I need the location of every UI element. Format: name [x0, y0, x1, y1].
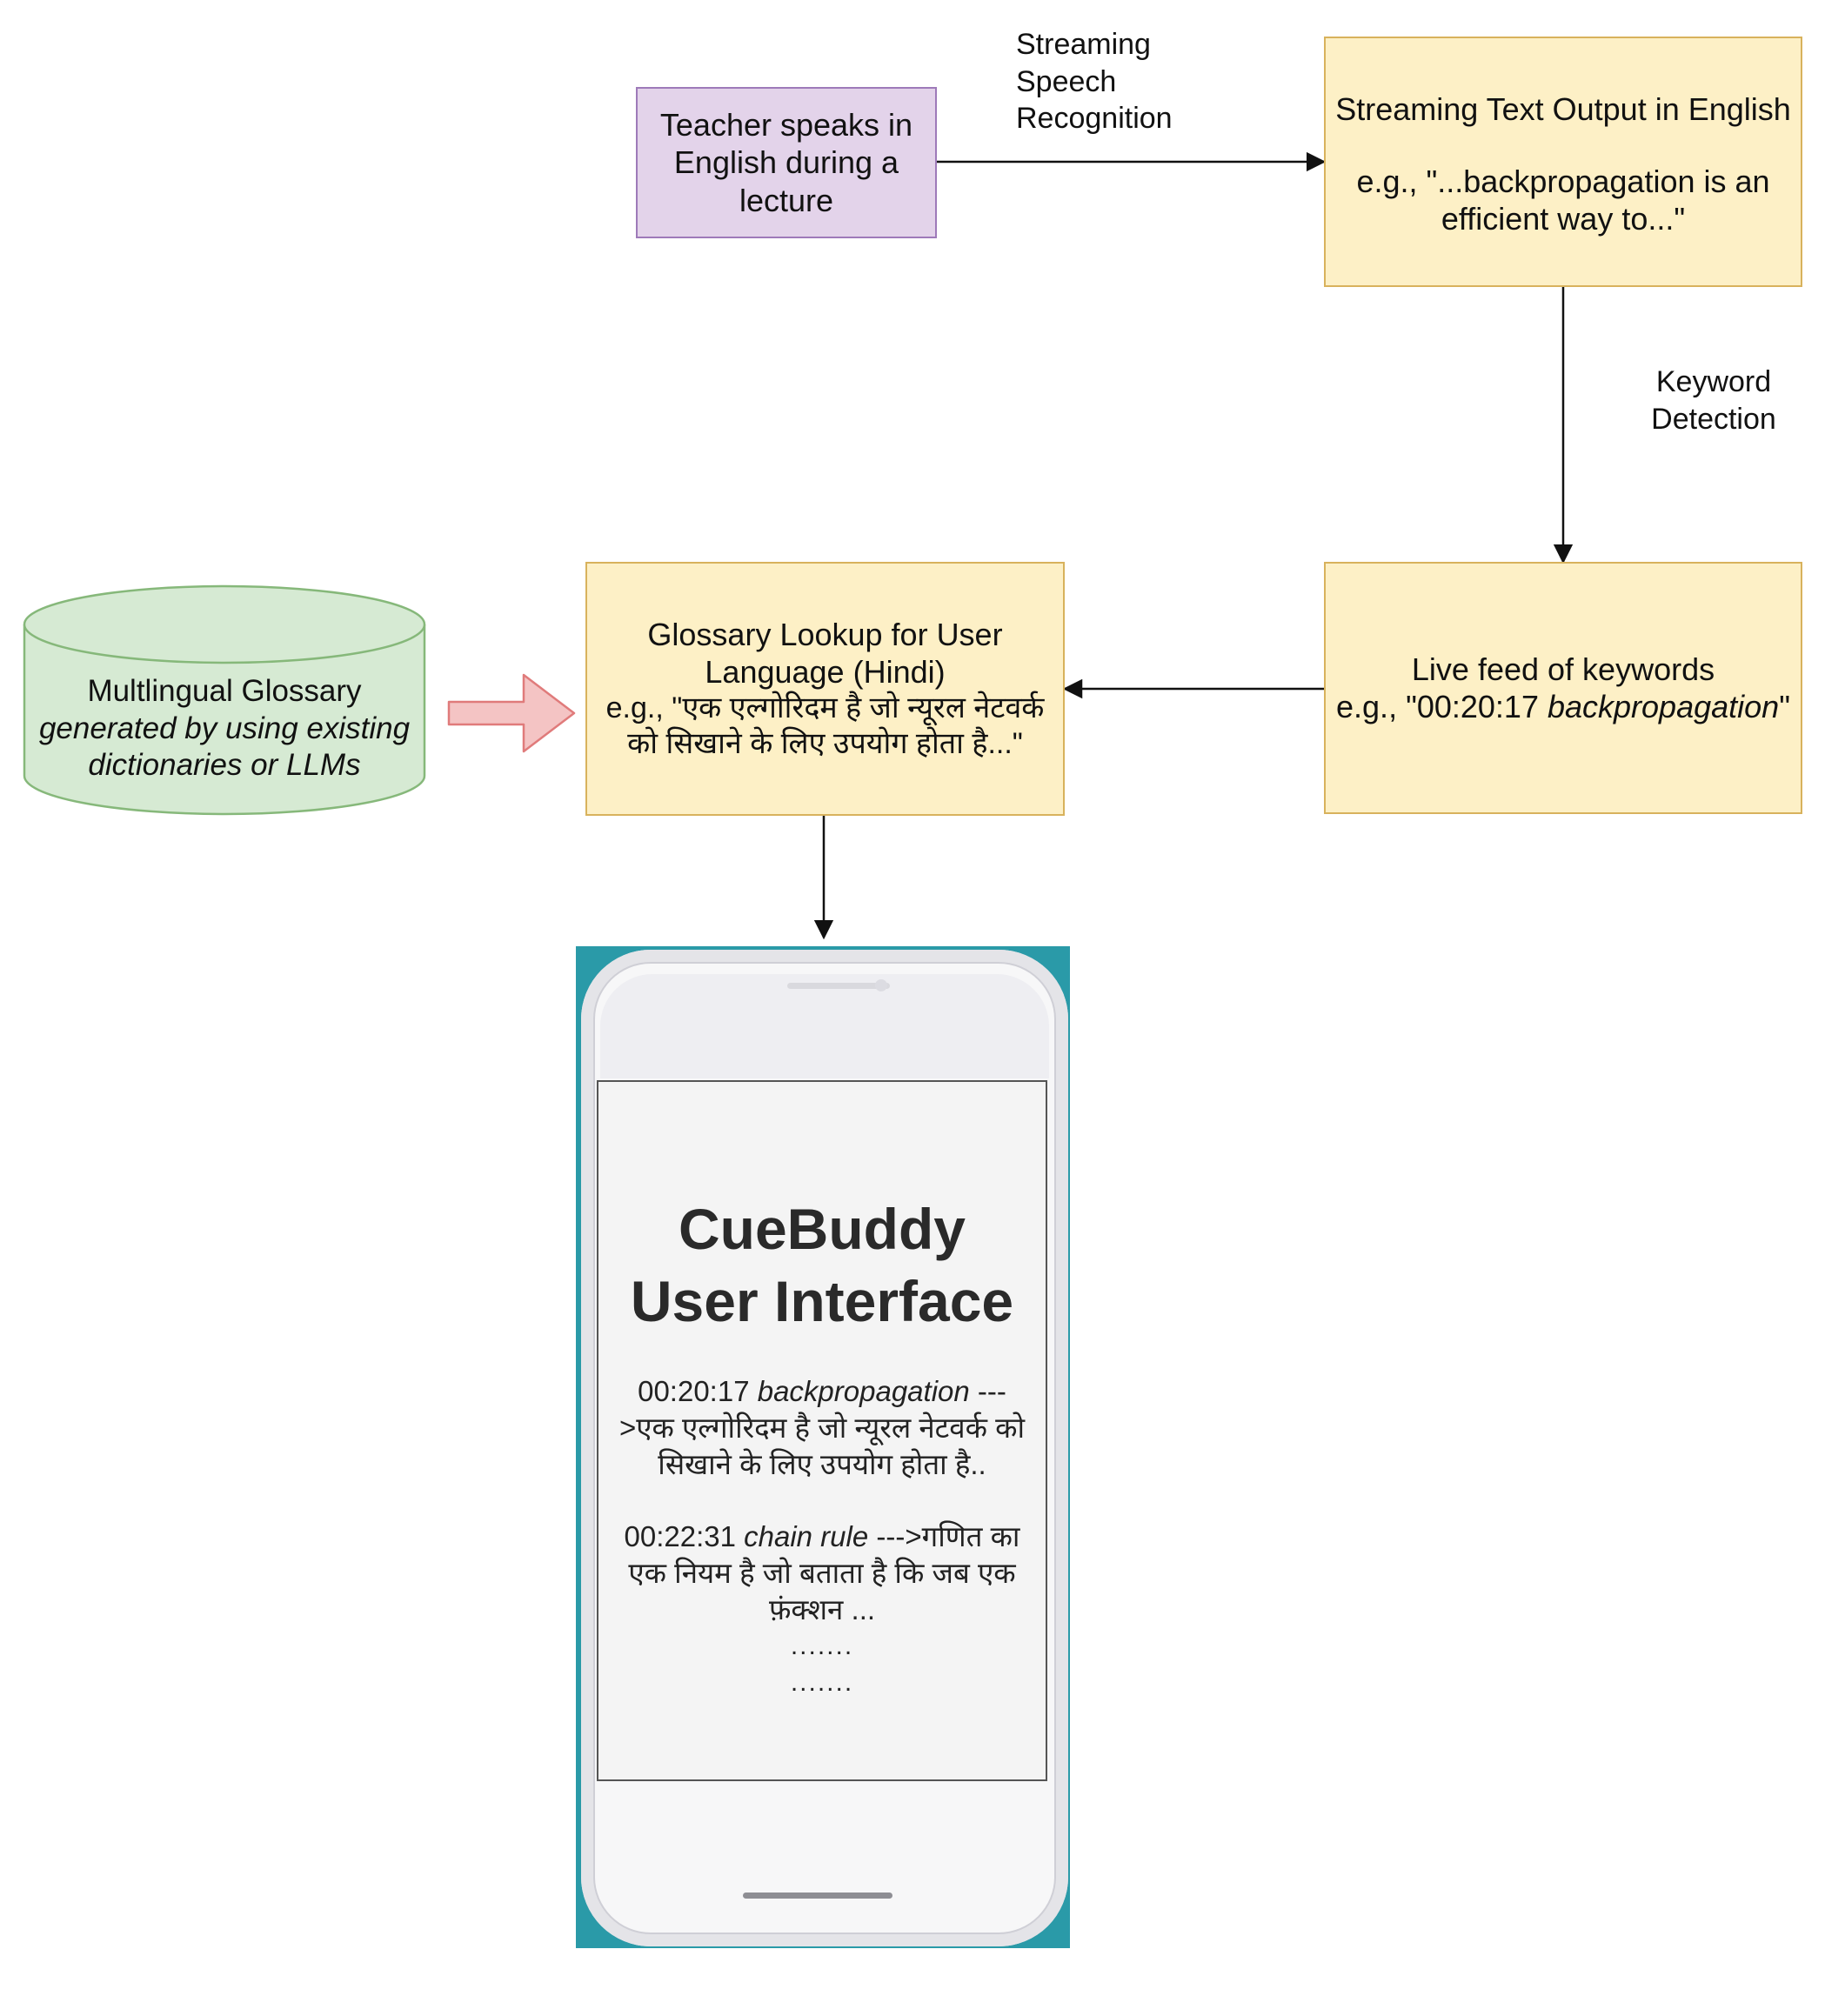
glossary-lookup-line-1: Glossary Lookup for User [647, 617, 1003, 653]
glossary-lookup-example-1: e.g., "एक एल्गोरिदम है जो न्यूरल नेटवर्क [605, 691, 1045, 725]
glossary-db-subtitle-2: dictionaries or LLMs [88, 748, 361, 783]
teacher-node: Teacher speaks in English during a lectu… [636, 87, 937, 238]
glossary-database-text: Multlingual Glossary generated by using … [24, 673, 424, 784]
ui-entry-1-line-2: सिखाने के लिए उपयोग होता है.. [658, 1448, 986, 1481]
glossary-db-subtitle-1: generated by using existing [38, 711, 411, 745]
streaming-text-example-2: efficient way to..." [1441, 201, 1686, 237]
ui-entry: 00:22:31 chain rule --->गणित का एक नियम … [619, 1519, 1025, 1629]
ui-entry-2-keyword: chain rule [744, 1519, 869, 1552]
live-feed-title: Live feed of keywords [1411, 651, 1715, 687]
ui-entries-list: 00:20:17 backpropagation --- >एक एल्गोरि… [612, 1373, 1032, 1701]
pink-arrow-db-to-lookup [447, 673, 576, 753]
ui-title-line-1: CueBuddy [679, 1197, 966, 1261]
glossary-db-title: Multlingual Glossary [87, 674, 362, 708]
ui-entry-1-keyword: backpropagation [757, 1375, 970, 1407]
ui-entry-2-header: 00:22:31 chain rule --->गणित का [619, 1519, 1025, 1555]
ui-entry-2-line-1: एक नियम है जो बताता है कि जब एक [628, 1556, 1016, 1589]
live-feed-example-keyword: backpropagation [1547, 689, 1780, 724]
teacher-line-2: English during a [673, 144, 899, 181]
ui-entry: 00:20:17 backpropagation --- >एक एल्गोरि… [619, 1373, 1025, 1484]
streaming-text-node: Streaming Text Output in English e.g., "… [1324, 37, 1802, 287]
live-feed-node: Live feed of keywords e.g., "00:20:17 ba… [1324, 562, 1802, 814]
ui-dots-2: ....... [790, 1668, 854, 1698]
ui-entry-2-suffix: --->गणित का [868, 1519, 1020, 1552]
keyword-detection-label: Keyword Detection [1635, 364, 1792, 437]
ui-entry-1-header: 00:20:17 backpropagation --- [619, 1373, 1025, 1410]
speech-recognition-line-3: Recognition [1016, 102, 1173, 135]
streaming-text-title: Streaming Text Output in English [1335, 91, 1791, 127]
glossary-lookup-line-2: Language (Hindi) [705, 654, 946, 691]
phone-speaker-icon [787, 983, 890, 989]
ui-ellipsis: ....... ....... [619, 1628, 1025, 1701]
phone-home-bar [743, 1893, 892, 1899]
speech-recognition-label: Streaming Speech Recognition [1016, 26, 1173, 137]
ui-title-line-2: User Interface [630, 1268, 1014, 1333]
ui-title: CueBuddy User Interface [631, 1193, 1013, 1337]
live-feed-example-prefix: e.g., "00:20:17 [1336, 689, 1548, 724]
phone-screen-top [600, 974, 1049, 1078]
ui-entry-1-time: 00:20:17 [638, 1375, 758, 1407]
teacher-line-3: lecture [739, 182, 834, 218]
keyword-detection-line-2: Detection [1651, 402, 1776, 436]
speech-recognition-line-2: Speech [1016, 64, 1117, 98]
streaming-text-example-1: e.g., "...backpropagation is an [1356, 164, 1770, 200]
live-feed-example: e.g., "00:20:17 backpropagation" [1336, 688, 1790, 725]
glossary-lookup-example-2: को सिखाने के लिए उपयोग होता है..." [627, 727, 1023, 761]
speech-recognition-line-1: Streaming [1016, 28, 1151, 61]
cuebuddy-ui-panel: CueBuddy User Interface 00:20:17 backpro… [597, 1080, 1047, 1781]
phone-camera-icon [875, 979, 887, 991]
glossary-database-cylinder [23, 584, 426, 816]
ui-entry-1-line-1: >एक एल्गोरिदम है जो न्यूरल नेटवर्क को [618, 1412, 1026, 1445]
keyword-detection-line-1: Keyword [1655, 365, 1772, 398]
ui-entry-1-arrow: --- [969, 1375, 1006, 1407]
ui-entry-2-line-2: फ़ंक्शन ... [768, 1593, 876, 1626]
glossary-lookup-node: Glossary Lookup for User Language (Hindi… [585, 562, 1065, 816]
ui-entry-2-time: 00:22:31 [624, 1519, 745, 1552]
teacher-line-1: Teacher speaks in [659, 107, 913, 144]
live-feed-example-suffix: " [1779, 689, 1790, 724]
ui-dots-1: ....... [790, 1632, 854, 1661]
